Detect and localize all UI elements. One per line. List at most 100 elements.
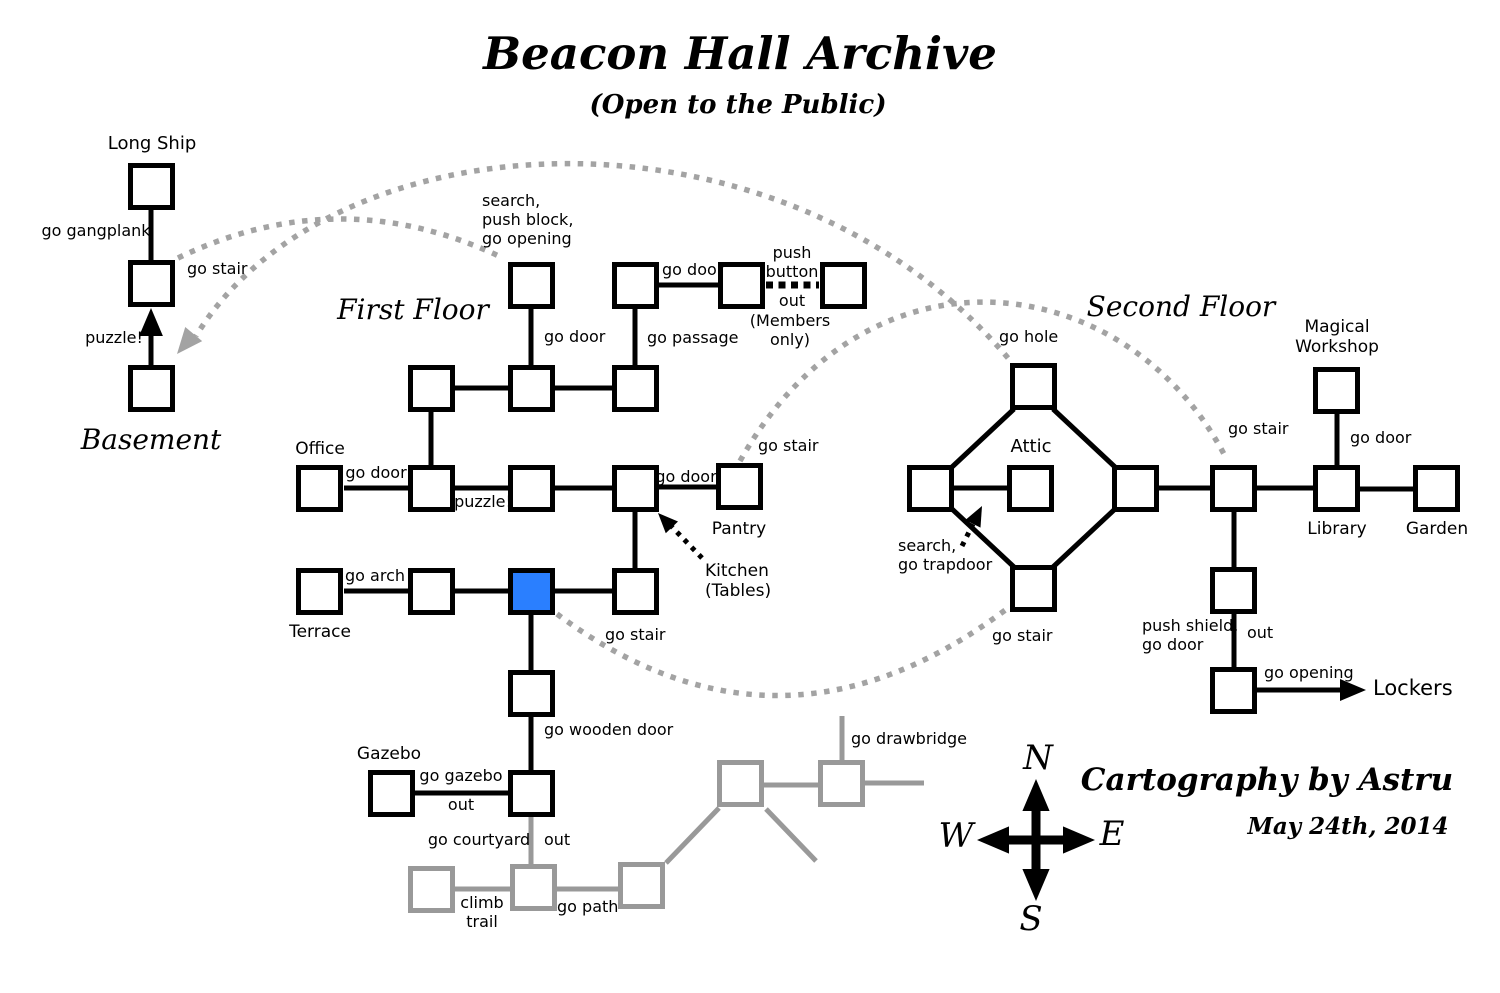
kitchen-note-line [670, 525, 704, 560]
attic-nw-edge [950, 407, 1016, 469]
label-climb-trail: climb trail [460, 893, 504, 931]
label-terrace-name: Terrace [289, 622, 351, 642]
room-attic-top [1010, 363, 1057, 410]
compass-n-arrowhead [1022, 779, 1050, 812]
room-ff-mid-center [508, 365, 555, 412]
room-ff-mid-east [612, 365, 659, 412]
label-go-door-office: go door [345, 463, 407, 482]
label-puzzle-hall: puzzle! [454, 492, 512, 511]
fork-hill [664, 806, 721, 865]
room-attic-bottom [1010, 565, 1057, 612]
label-out-second: out [1247, 623, 1274, 642]
label-kitchen-note: Kitchen (Tables) [705, 561, 772, 602]
room-trail-end [408, 866, 455, 913]
trapdoor-arrowhead [965, 506, 982, 528]
label-puzzle-basement: puzzle! [85, 328, 143, 347]
label-go-gazebo: go gazebo [419, 766, 503, 785]
hill-stub [764, 807, 818, 863]
label-office-name: Office [295, 439, 345, 459]
compass-w-arrowhead [977, 826, 1009, 854]
label-go-passage: go passage [647, 328, 739, 347]
attic-se-edge [1051, 507, 1117, 569]
room-ff-current [508, 568, 555, 615]
compass-e-arrowhead [1063, 826, 1095, 854]
label-go-gangplank: go gangplank [41, 221, 151, 240]
room-drawbridge [818, 760, 865, 807]
label-members-only: (Members only) [749, 311, 831, 349]
lockers-arrowhead [1340, 678, 1366, 702]
label-out-members: out [778, 291, 806, 310]
map-date: May 24th, 2014 [1247, 813, 1449, 840]
room-ff-members-ante [718, 262, 765, 309]
room-path-fork [618, 862, 665, 909]
label-long-ship: Long Ship [107, 133, 197, 154]
secret-stair-curve [176, 216, 505, 261]
label-compass-w: W [938, 816, 974, 856]
label-go-door-secret: go door [544, 327, 606, 346]
room-kitchen [612, 465, 659, 512]
room-ff-north [612, 262, 659, 309]
label-go-drawbridge: go drawbridge [851, 729, 967, 748]
label-go-hole: go hole [999, 327, 1059, 346]
room-ff-secret [508, 262, 555, 309]
map-subtitle: (Open to the Public) [589, 90, 887, 120]
room-attic-east [1112, 465, 1159, 512]
label-out-courtyard: out [544, 830, 571, 849]
room-garden [1413, 465, 1460, 512]
label-go-door-north: go door [662, 260, 724, 279]
room-ff-hall-center [508, 465, 555, 512]
label-go-stair-longship: go stair [187, 259, 248, 278]
room-ff-mid-west [408, 365, 455, 412]
label-go-door-workshop: go door [1350, 428, 1412, 447]
attic-sw-edge [950, 507, 1016, 569]
cartographer-credit: Cartography by Astru [1080, 762, 1454, 798]
label-pantry-name: Pantry [711, 519, 767, 539]
label-push-button: push button [765, 243, 819, 281]
room-library [1313, 465, 1360, 512]
label-go-stair-current: go stair [605, 625, 666, 644]
room-basement-room [128, 365, 175, 412]
label-go-arch: go arch [345, 566, 405, 585]
room-ff-members [820, 262, 867, 309]
label-go-opening: go opening [1264, 663, 1354, 682]
label-push-shield: push shield, go door [1142, 616, 1239, 654]
label-workshop-name: Magical Workshop [1295, 317, 1379, 358]
label-garden-name: Garden [1405, 519, 1469, 539]
label-compass-s: S [1019, 899, 1043, 939]
label-library-name: Library [1307, 519, 1367, 539]
current-stair-curve [555, 605, 1010, 699]
room-long-ship-deck [128, 163, 175, 210]
room-sf-exit-room [1210, 667, 1257, 714]
room-gazebo [368, 770, 415, 817]
room-pantry [716, 463, 763, 510]
label-go-stair-attic: go stair [992, 626, 1053, 645]
label-second-floor-title: Second Floor [1086, 290, 1276, 323]
label-go-path: go path [557, 897, 619, 916]
room-attic-center [1007, 465, 1054, 512]
room-ff-south-west [408, 568, 455, 615]
hole-drop-arrowhead [177, 326, 203, 354]
label-out-gazebo: out [447, 795, 475, 814]
room-ff-south-east [612, 568, 659, 615]
label-go-stair-pantry: go stair [758, 436, 819, 455]
trapdoor-note-line [959, 522, 976, 548]
compass-s-arrowhead [1022, 868, 1050, 901]
kitchen-arrowhead [658, 513, 679, 534]
room-terrace [296, 568, 343, 615]
room-attic-west [907, 465, 954, 512]
label-compass-e: E [1099, 814, 1125, 854]
room-office [296, 465, 343, 512]
label-lockers-name: Lockers [1373, 676, 1453, 700]
room-path-hill [717, 760, 764, 807]
puzzle-arrowhead [139, 308, 163, 336]
label-gazebo-name: Gazebo [356, 744, 422, 764]
label-secret-actions: search, push block, go opening [482, 191, 574, 248]
room-long-ship-hold [128, 260, 175, 307]
label-compass-n: N [1023, 738, 1053, 778]
room-ff-entry [508, 770, 555, 817]
room-sf-stair-room [1210, 465, 1257, 512]
label-basement-title: Basement [80, 423, 222, 456]
label-go-door-pantry: go door [655, 467, 717, 486]
pantry-stair-curve [737, 299, 1229, 463]
label-attic-name: Attic [1010, 436, 1052, 457]
